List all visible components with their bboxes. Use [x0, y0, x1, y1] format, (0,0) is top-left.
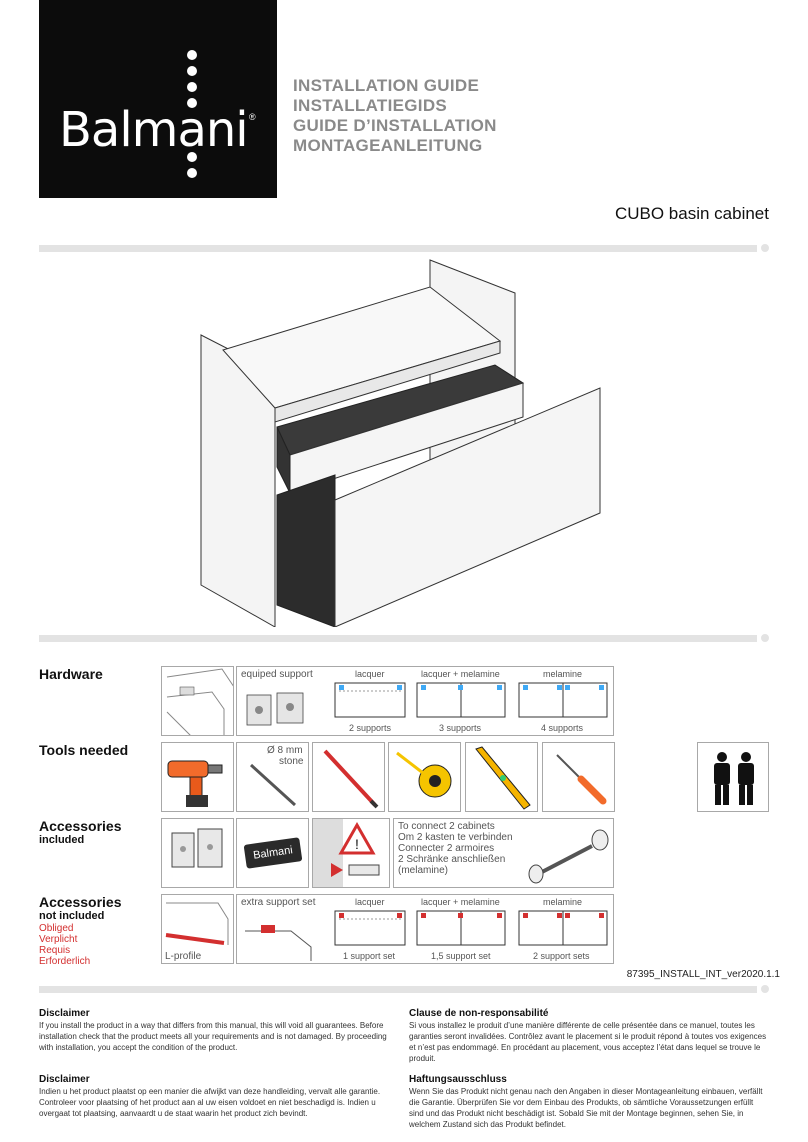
disclaimer-text-en: If you install the product in a way that… [39, 1021, 387, 1052]
bracket-plates-icon [171, 828, 223, 868]
logo-dot [187, 82, 197, 92]
guide-title-nl: INSTALLATIEGIDS [293, 96, 448, 115]
tool-panel-tape-measure [388, 742, 461, 812]
required-langs: Obliged Verplicht Requis Erforderlich [39, 923, 90, 967]
tool-panel-drill-bit: Ø 8 mm stone [236, 742, 309, 812]
support-bracket-icon [246, 692, 304, 726]
logo-dot [187, 98, 197, 108]
product-name: CUBO basin cabinet [614, 204, 769, 223]
disclaimer-title-fr: Clause de non-responsabilité [409, 1008, 549, 1019]
guide-title-en: INSTALLATION GUIDE [293, 76, 480, 95]
document-reference: 87395_INSTALL_INT_ver2020.1.1 [626, 969, 780, 980]
variant-lacquer-melamine-label: lacquer + melamine [421, 669, 500, 679]
drill-bit-size: Ø 8 mm [267, 745, 303, 756]
accessory-bracket-panel [161, 818, 234, 888]
extra-support-panel: extra support set lacquer lacquer + mela… [236, 894, 614, 964]
accessory-warning-panel: ! [312, 818, 390, 888]
section-tools: Tools needed [39, 742, 129, 758]
svg-text:!: ! [355, 836, 359, 852]
cabinet-illustration [200, 259, 601, 627]
extra-support-label: extra support set [241, 897, 316, 908]
disclaimer-text-nl: Indien u het product plaatst op een mani… [39, 1087, 381, 1118]
two-persons-panel [697, 742, 769, 812]
logo-dot [187, 66, 197, 76]
connect-line-de: 2 Schränke anschließen [398, 854, 506, 865]
logo-dot [187, 152, 197, 162]
disclaimer-text-de: Wenn Sie das Produkt nicht genau nach de… [409, 1087, 763, 1129]
extra-variant-lacquer-melamine-label: lacquer + melamine [421, 897, 500, 907]
accessory-badge-panel: Balmani [236, 818, 309, 888]
extra-variant-melamine-count: 2 support sets [533, 951, 590, 961]
connect-line-nl: Om 2 kasten te verbinden [398, 832, 513, 843]
divider-dot [761, 985, 769, 993]
hardware-drawer-panel [161, 666, 234, 736]
drill-bit-type: stone [279, 756, 304, 767]
extra-variant-lacquer-count: 1 support set [343, 951, 396, 961]
variant-lacquer-label: lacquer [355, 669, 385, 679]
divider-dot [761, 244, 769, 252]
variant-lacquer-count: 2 supports [349, 723, 392, 733]
logo-dot [187, 168, 197, 178]
variant-melamine-label: melamine [543, 669, 583, 679]
section-hardware: Hardware [39, 666, 103, 682]
divider [39, 635, 757, 642]
spirit-level-icon [475, 746, 531, 810]
connect-line-fr: Connecter 2 armoires [398, 843, 495, 854]
drill-icon [167, 760, 223, 807]
extra-support-diagram [334, 910, 608, 946]
tool-panel-screwdriver [542, 742, 615, 812]
extra-variant-lacquer-label: lacquer [355, 897, 385, 907]
extra-support-icon [245, 925, 312, 961]
divider-dot [761, 634, 769, 642]
extra-variant-lacquer-melamine-count: 1,5 support set [431, 951, 491, 961]
required-fr: Requis [39, 945, 71, 956]
logo-dot [187, 50, 197, 60]
connector-bolt-icon [528, 829, 609, 884]
divider [39, 986, 757, 993]
equiped-support-panel: equiped support lacquer lacquer + melami… [236, 666, 614, 736]
support-diagram [334, 682, 608, 718]
guide-title-de: MONTAGEANLEITUNG [293, 136, 483, 155]
warning-icon: ! [313, 819, 380, 887]
disclaimer-title-de: Haftungsausschluss [409, 1074, 507, 1085]
guide-title-fr: GUIDE D’INSTALLATION [293, 116, 497, 135]
two-persons-icon [714, 752, 754, 805]
guide-titles: INSTALLATION GUIDE INSTALLATIEGIDS GUIDE… [293, 76, 497, 156]
drawer-corner-icon [166, 668, 233, 735]
pencil-icon [323, 749, 379, 809]
tape-measure-icon [396, 751, 452, 798]
l-profile-label: L-profile [165, 951, 202, 962]
required-en: Obliged [39, 923, 74, 934]
extra-variant-melamine-label: melamine [543, 897, 583, 907]
section-accessories-included-sub: included [39, 834, 85, 846]
registered-mark: ® [249, 112, 256, 122]
variant-melamine-count: 4 supports [541, 723, 584, 733]
brand-name: Balmani [59, 102, 249, 158]
connect-line-note: (melamine) [398, 865, 449, 876]
section-accessories-included: Accessories [39, 818, 122, 834]
screwdriver-icon [556, 754, 607, 805]
balmani-badge: Balmani [243, 837, 303, 869]
badge-text: Balmani [252, 844, 294, 862]
disclaimer-title-nl: Disclaimer [39, 1074, 90, 1085]
brand-logo: Balmani ® [39, 0, 277, 198]
tool-panel-drill [161, 742, 234, 812]
section-accessories-not-included-sub: not included [39, 910, 105, 922]
l-profile-icon [165, 902, 229, 945]
drill-bit-icon [249, 763, 297, 807]
section-accessories-not-included: Accessories [39, 894, 122, 910]
disclaimer-text-fr: Si vous installez le produit d’une maniè… [409, 1021, 767, 1063]
disclaimer-title-en: Disclaimer [39, 1008, 90, 1019]
variant-lacquer-melamine-count: 3 supports [439, 723, 482, 733]
connect-cabinets-panel: To connect 2 cabinets Om 2 kasten te ver… [393, 818, 614, 888]
tool-panel-spirit-level [465, 742, 538, 812]
divider [39, 245, 757, 252]
connect-line-en: To connect 2 cabinets [398, 821, 495, 832]
l-profile-panel: L-profile [161, 894, 234, 964]
equiped-support-label: equiped support [241, 669, 313, 680]
required-nl: Verplicht [39, 934, 78, 945]
tool-panel-pencil [312, 742, 385, 812]
required-de: Erforderlich [39, 956, 91, 967]
